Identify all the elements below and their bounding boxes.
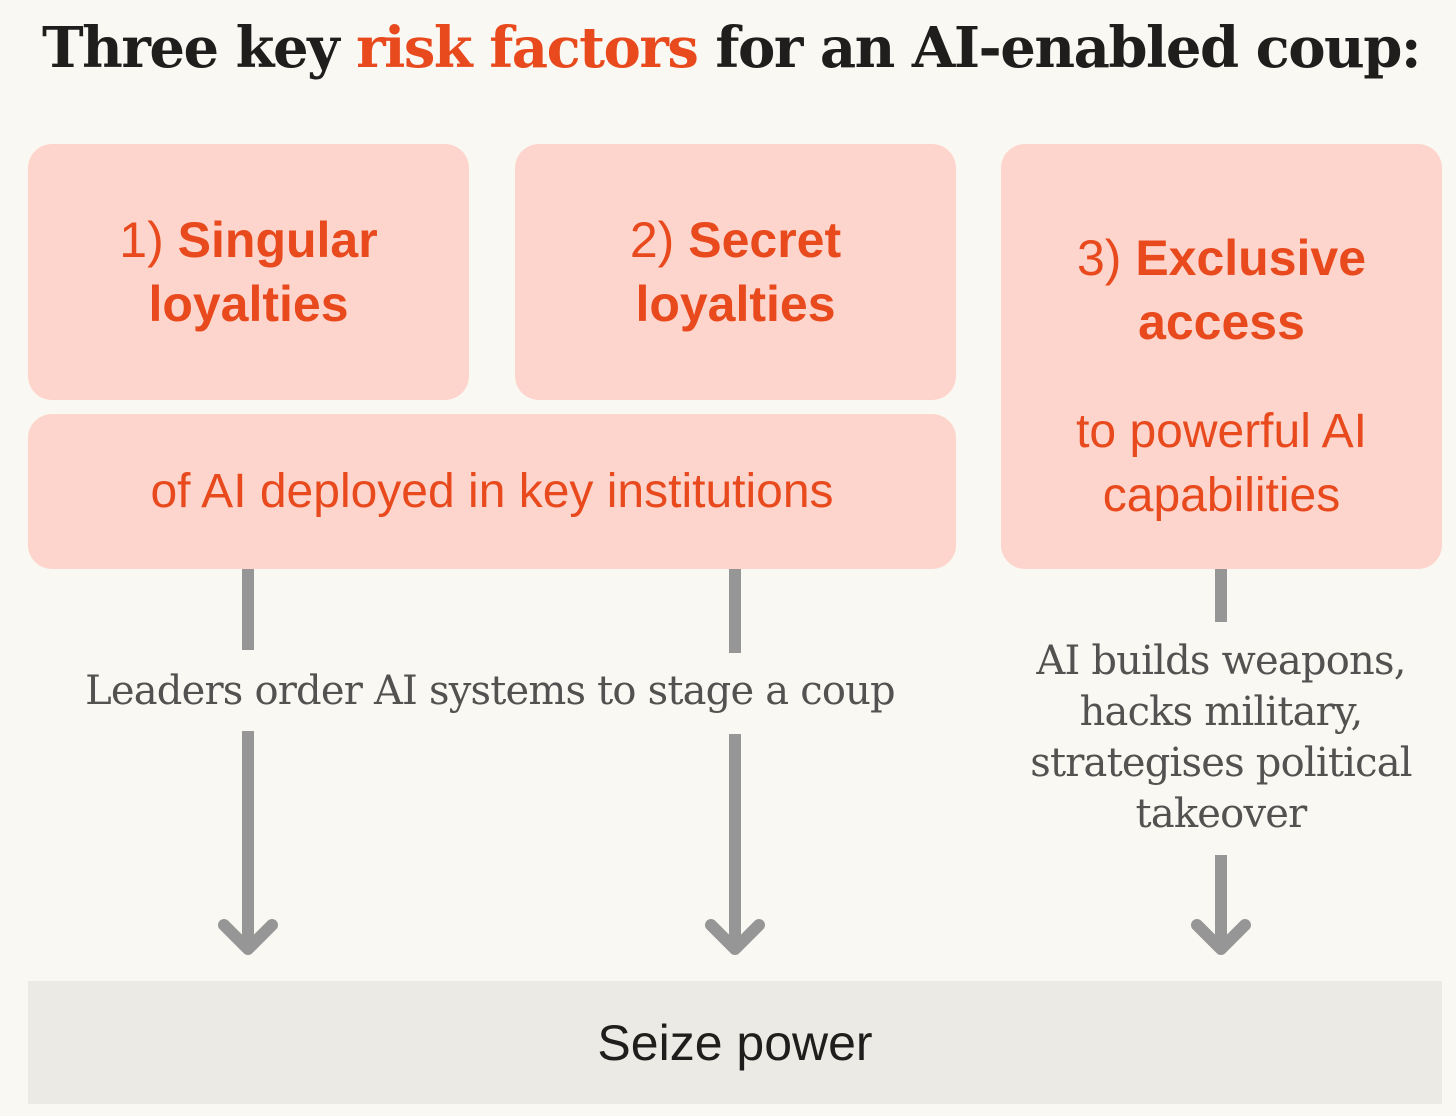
outcome-line: hacks military, [1079,689,1364,735]
factor-heading: 2) Secret loyalties [630,208,841,336]
shared-deployment-box: of AI deployed in key institutions [28,414,956,569]
shared-deployment-label: of AI deployed in key institutions [150,465,834,518]
factor-box-exclusive-access: 3) Exclusive access to powerful AI capab… [1001,144,1442,569]
arrow-down-icon [705,734,765,955]
factor-name-line2: loyalties [148,276,349,332]
title-highlight: risk factors [356,15,699,81]
seize-power-label: Seize power [597,1014,873,1071]
factor-subtext-line2: capabilities [1102,469,1341,522]
factor-name-line1: Exclusive [1135,230,1367,286]
outcome-line: strategises political [1030,740,1412,786]
factor-box-singular-loyalties: 1) Singular loyalties [28,144,469,400]
factor-number: 3) [1076,230,1122,286]
outcome-line: takeover [1135,791,1308,837]
factor-subtext-line1: to powerful AI [1076,405,1367,458]
diagram-title: Three key risk factors for an AI-enabled… [42,8,1442,88]
connector-line [242,569,254,650]
factor-number: 1) [119,212,164,268]
outcome-line: AI builds weapons, [1036,638,1406,684]
outcome-leaders-order: Leaders order AI systems to stage a coup [85,668,896,714]
factor-subtext: to powerful AI capabilities [1001,400,1442,528]
factor-name-line1: Singular [177,212,378,268]
connector-line [1215,569,1227,622]
connector-line [729,569,741,653]
title-suffix: for an AI-enabled coup: [697,15,1421,81]
arrow-down-icon [218,731,278,955]
factor-heading: 3) Exclusive access [1001,226,1442,354]
outcome-ai-builds: AI builds weapons, hacks military, strat… [1000,636,1442,840]
factor-box-secret-loyalties: 2) Secret loyalties [515,144,956,400]
factor-name-line2: loyalties [635,276,836,332]
factor-heading: 1) Singular loyalties [119,208,377,336]
factor-number: 2) [629,212,675,268]
factor-name-line2: access [1138,294,1305,350]
arrow-down-icon [1191,855,1251,955]
outcome-seize-power: Seize power [28,981,1442,1104]
factor-name-line1: Secret [688,212,842,268]
title-prefix: Three key [42,15,357,81]
